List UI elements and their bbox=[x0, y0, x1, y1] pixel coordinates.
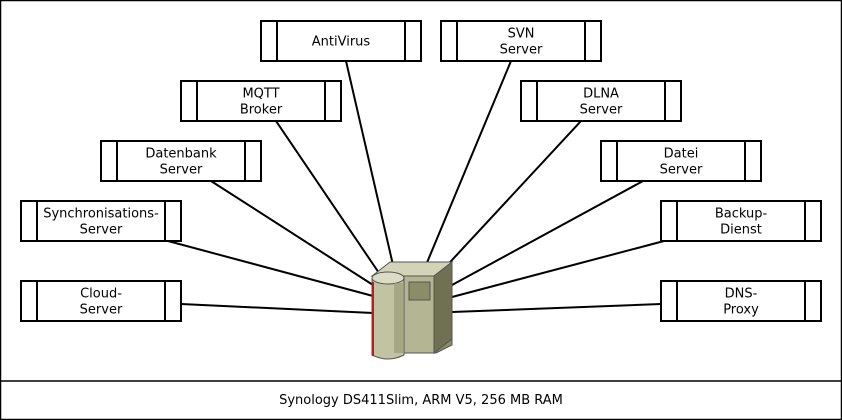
caption-text: Synology DS411Slim, ARM V5, 256 MB RAM bbox=[279, 393, 563, 408]
connection-line-sync bbox=[167, 240, 374, 297]
connection-line-datenbank bbox=[210, 180, 374, 286]
nas-server-icon bbox=[370, 260, 454, 360]
service-box-frame bbox=[660, 280, 822, 322]
service-box-frame bbox=[20, 200, 182, 242]
service-label: Server bbox=[660, 163, 703, 178]
connection-line-cloud bbox=[180, 303, 374, 314]
service-label: Server bbox=[500, 43, 543, 58]
service-box-frame bbox=[440, 20, 602, 62]
service-label: Dienst bbox=[720, 223, 762, 238]
connection-line-mqtt bbox=[275, 120, 380, 274]
service-label: Datei bbox=[664, 147, 699, 162]
service-box-frame bbox=[260, 20, 422, 62]
service-box-frame bbox=[520, 80, 682, 122]
service-label: Proxy bbox=[723, 303, 759, 318]
connection-line-svn bbox=[425, 60, 512, 266]
service-box-sync: Synchronisations-Server bbox=[20, 200, 182, 242]
service-label: AntiVirus bbox=[312, 35, 371, 50]
service-box-frame bbox=[100, 140, 262, 182]
service-box-backup: Backup-Dienst bbox=[660, 200, 822, 242]
service-box-cloud: Cloud-Server bbox=[20, 280, 182, 322]
connection-line-antivirus bbox=[345, 60, 394, 266]
service-label: DLNA bbox=[583, 87, 619, 102]
service-label: Server bbox=[580, 103, 623, 118]
service-label: Datenbank bbox=[145, 147, 217, 162]
service-box-frame bbox=[180, 80, 342, 122]
service-box-frame bbox=[20, 280, 182, 322]
connection-line-backup bbox=[451, 240, 665, 298]
service-label: DNS- bbox=[725, 287, 758, 302]
connection-line-datei bbox=[451, 180, 644, 286]
service-label: Synchronisations- bbox=[43, 207, 159, 222]
service-label: Server bbox=[160, 163, 203, 178]
service-box-antivirus: AntiVirus bbox=[260, 20, 422, 62]
connection-line-dns bbox=[451, 303, 662, 313]
service-label: Cloud- bbox=[80, 287, 122, 302]
service-label: MQTT bbox=[242, 87, 279, 102]
connection-lines bbox=[167, 60, 665, 314]
connection-line-dlna bbox=[439, 120, 582, 274]
service-label: SVN bbox=[508, 27, 535, 42]
service-boxes: AntiVirusSVNServerMQTTBrokerDLNAServerDa… bbox=[20, 20, 822, 322]
service-box-frame bbox=[660, 200, 822, 242]
service-box-dns: DNS-Proxy bbox=[660, 280, 822, 322]
service-label: Broker bbox=[240, 103, 283, 118]
service-label: Backup- bbox=[715, 207, 768, 222]
service-box-frame bbox=[600, 140, 762, 182]
service-label: Server bbox=[80, 223, 123, 238]
service-label: Server bbox=[80, 303, 123, 318]
